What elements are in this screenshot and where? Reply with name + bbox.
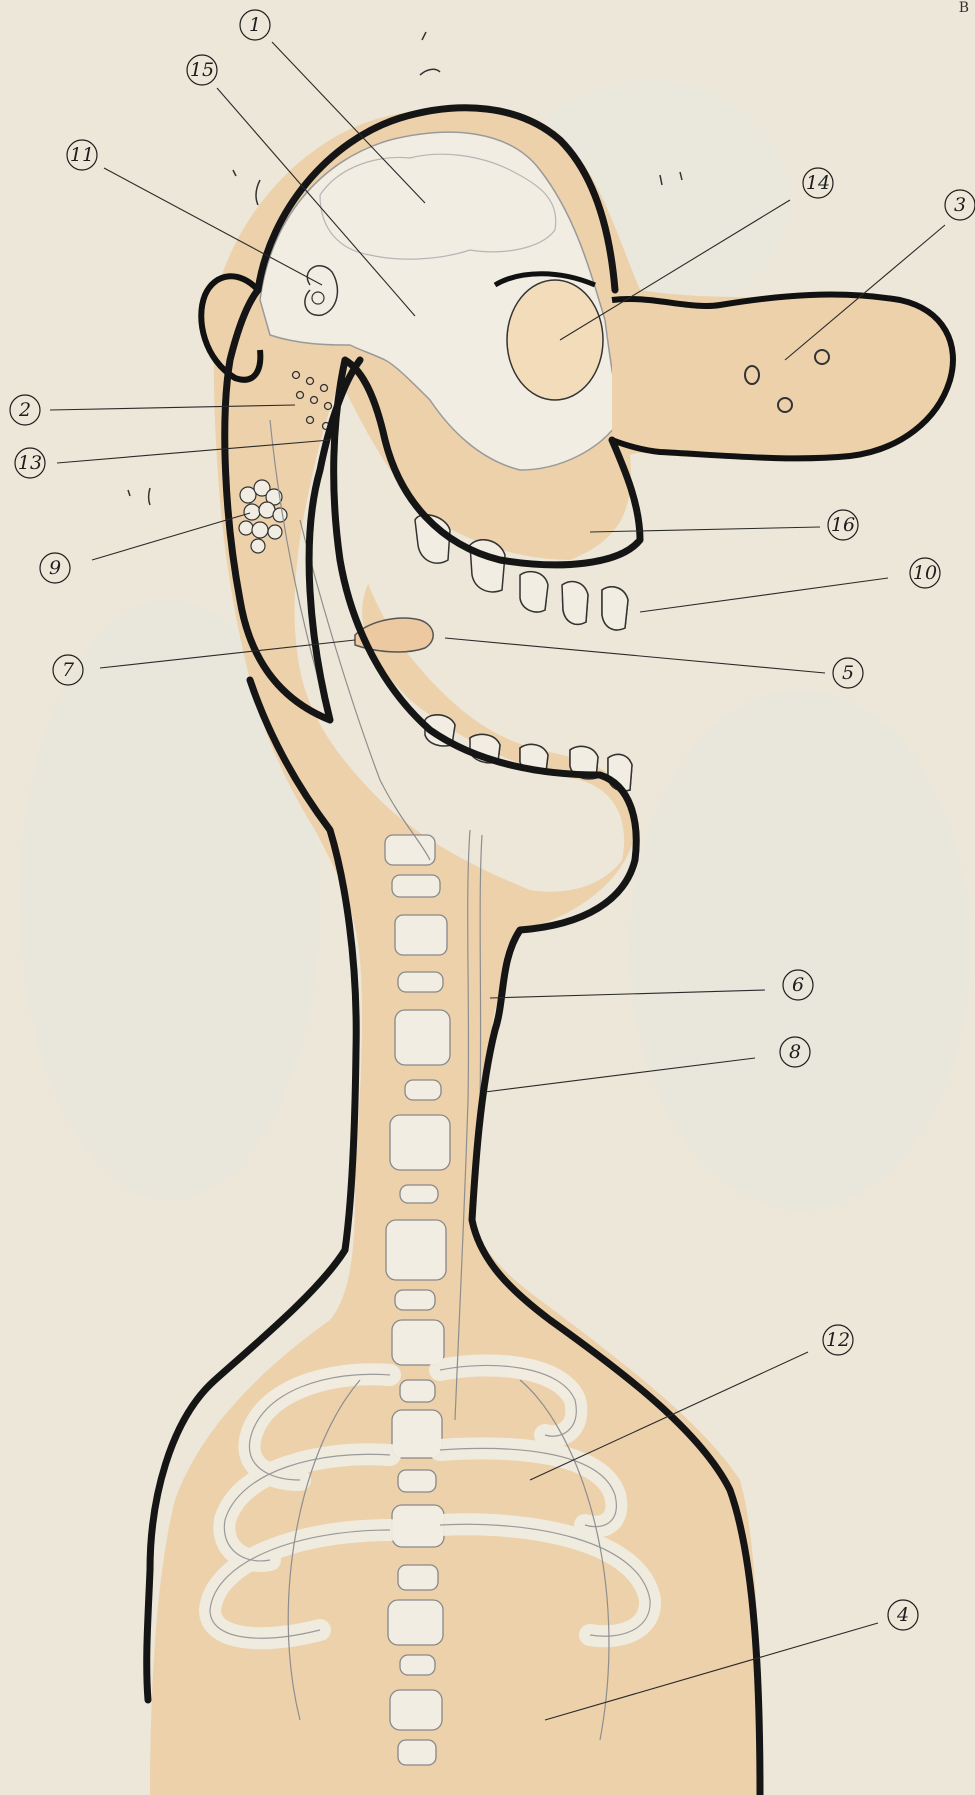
label-13: 13 xyxy=(15,448,45,478)
svg-text:8: 8 xyxy=(789,1041,801,1063)
label-3: 3 xyxy=(945,190,975,220)
svg-text:15: 15 xyxy=(190,59,214,81)
svg-text:14: 14 xyxy=(806,172,830,194)
svg-text:13: 13 xyxy=(18,452,42,474)
label-15: 15 xyxy=(187,55,217,85)
label-14: 14 xyxy=(803,168,833,198)
svg-text:2: 2 xyxy=(18,399,31,421)
svg-text:12: 12 xyxy=(826,1329,850,1351)
nose xyxy=(612,295,953,459)
svg-text:4: 4 xyxy=(896,1604,909,1626)
label-9: 9 xyxy=(40,553,70,583)
svg-text:3: 3 xyxy=(954,194,966,216)
label-10: 10 xyxy=(910,558,940,588)
svg-text:16: 16 xyxy=(831,514,855,536)
svg-text:10: 10 xyxy=(913,562,937,584)
label-16: 16 xyxy=(828,510,858,540)
svg-text:1: 1 xyxy=(249,14,261,36)
svg-text:11: 11 xyxy=(70,144,94,166)
svg-text:5: 5 xyxy=(842,662,854,684)
svg-text:7: 7 xyxy=(62,659,75,681)
label-1: 1 xyxy=(240,10,270,40)
svg-text:9: 9 xyxy=(49,557,61,579)
label-12: 12 xyxy=(823,1325,853,1355)
label-2: 2 xyxy=(10,395,40,425)
label-4: 4 xyxy=(888,1600,918,1630)
label-11: 11 xyxy=(67,140,97,170)
svg-text:6: 6 xyxy=(792,974,804,996)
label-5: 5 xyxy=(833,658,863,688)
